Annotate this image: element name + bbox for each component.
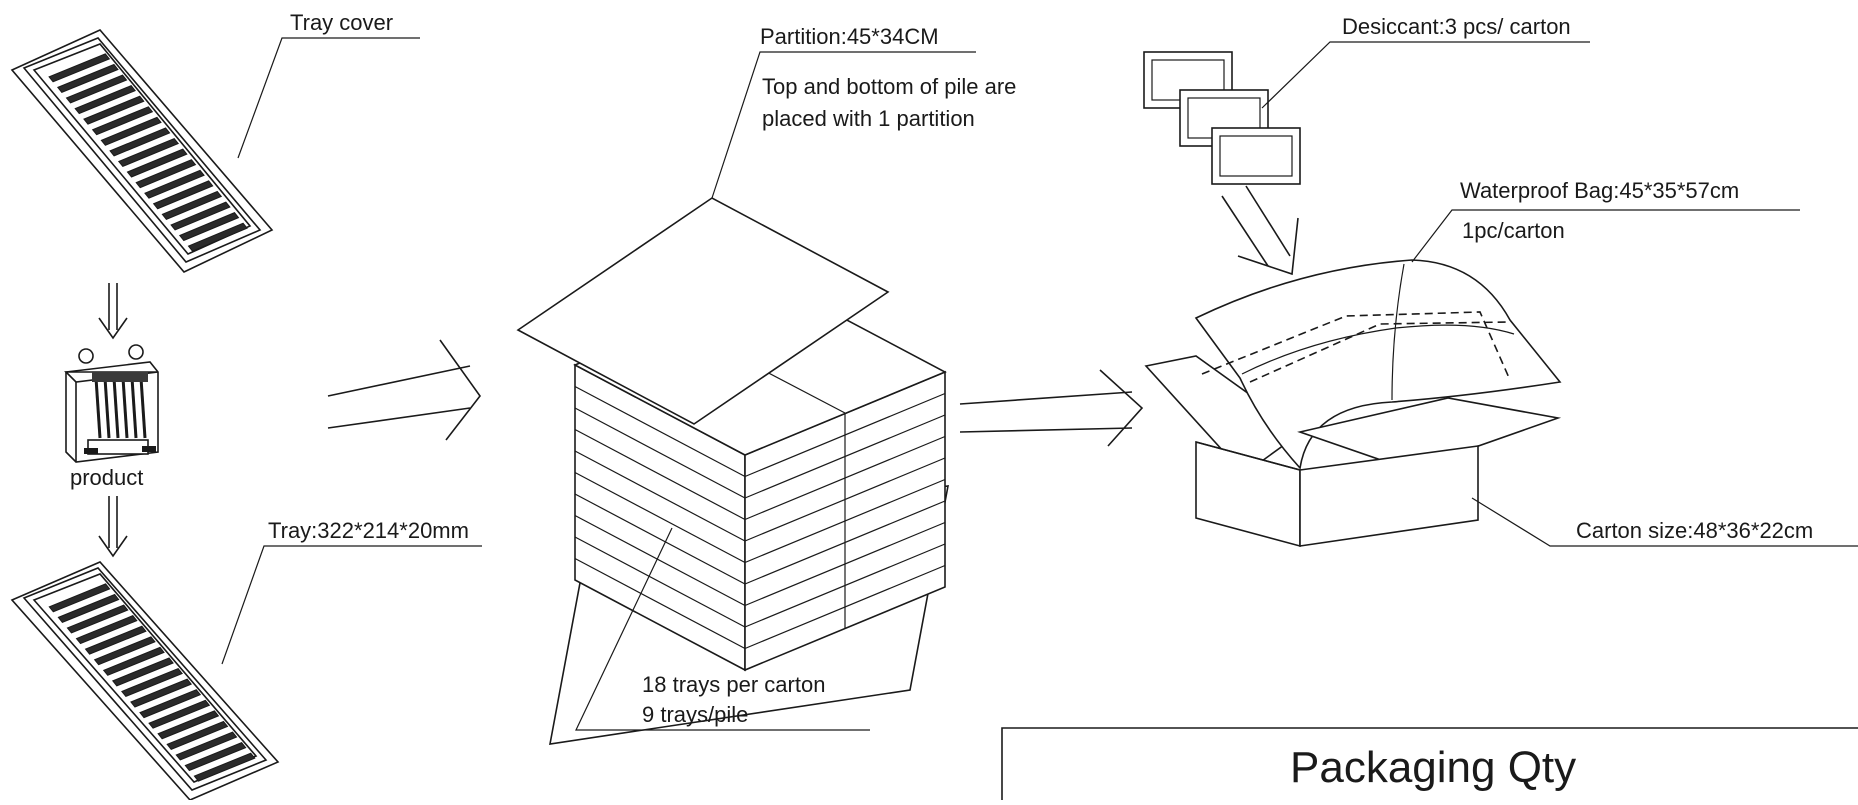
arrow-to-carton bbox=[959, 369, 1144, 447]
product-label: product bbox=[70, 465, 143, 490]
waterproof-bag-label: Waterproof Bag:45*35*57cm bbox=[1460, 178, 1739, 203]
double-arrow-down-1 bbox=[98, 283, 128, 340]
partition-callout: Partition:45*34CM Top and bottom of pile… bbox=[711, 24, 1016, 199]
double-arrow-down-2 bbox=[98, 496, 128, 558]
desiccant-illustration bbox=[1143, 51, 1301, 185]
desiccant-callout: Desiccant:3 pcs/ carton bbox=[1261, 14, 1590, 109]
carton-callout: Carton size:48*36*22cm bbox=[1471, 497, 1858, 547]
desiccant-label: Desiccant:3 pcs/ carton bbox=[1342, 14, 1571, 39]
tray-cover-label: Tray cover bbox=[290, 10, 393, 35]
trays-per-pile-label: 9 trays/pile bbox=[642, 702, 748, 727]
bag-callout: Waterproof Bag:45*35*57cm 1pc/carton bbox=[1411, 178, 1800, 263]
trays-per-carton-label: 18 trays per carton bbox=[642, 672, 825, 697]
tray-pile-illustration bbox=[516, 197, 949, 745]
arrow-desiccant-to-carton bbox=[1221, 185, 1299, 276]
tray-callout: Tray:322*214*20mm bbox=[221, 518, 482, 665]
title-block-title: Packaging Qty bbox=[1290, 743, 1576, 792]
pile-layer-lines bbox=[574, 385, 946, 650]
product-pins bbox=[92, 372, 148, 439]
tray-label: Tray:322*214*20mm bbox=[268, 518, 469, 543]
arrow-to-pile bbox=[327, 339, 481, 441]
tray-slots bbox=[48, 583, 256, 782]
carton-size-label: Carton size:48*36*22cm bbox=[1576, 518, 1813, 543]
tray-cover-illustration bbox=[10, 29, 274, 273]
partition-note-line-1: Top and bottom of pile are bbox=[762, 74, 1016, 99]
partition-note-line-2: placed with 1 partition bbox=[762, 106, 975, 131]
tray-cover-callout: Tray cover bbox=[237, 10, 420, 159]
tray-cover-slots bbox=[48, 53, 248, 252]
tray-illustration bbox=[10, 561, 280, 801]
trays-callout: 18 trays per carton 9 trays/pile bbox=[575, 527, 870, 731]
partition-label: Partition:45*34CM bbox=[760, 24, 939, 49]
title-block: Packaging Qty bbox=[1001, 727, 1858, 800]
bag-qty-label: 1pc/carton bbox=[1462, 218, 1565, 243]
carton-illustration bbox=[1144, 259, 1562, 548]
product-illustration bbox=[64, 344, 159, 463]
